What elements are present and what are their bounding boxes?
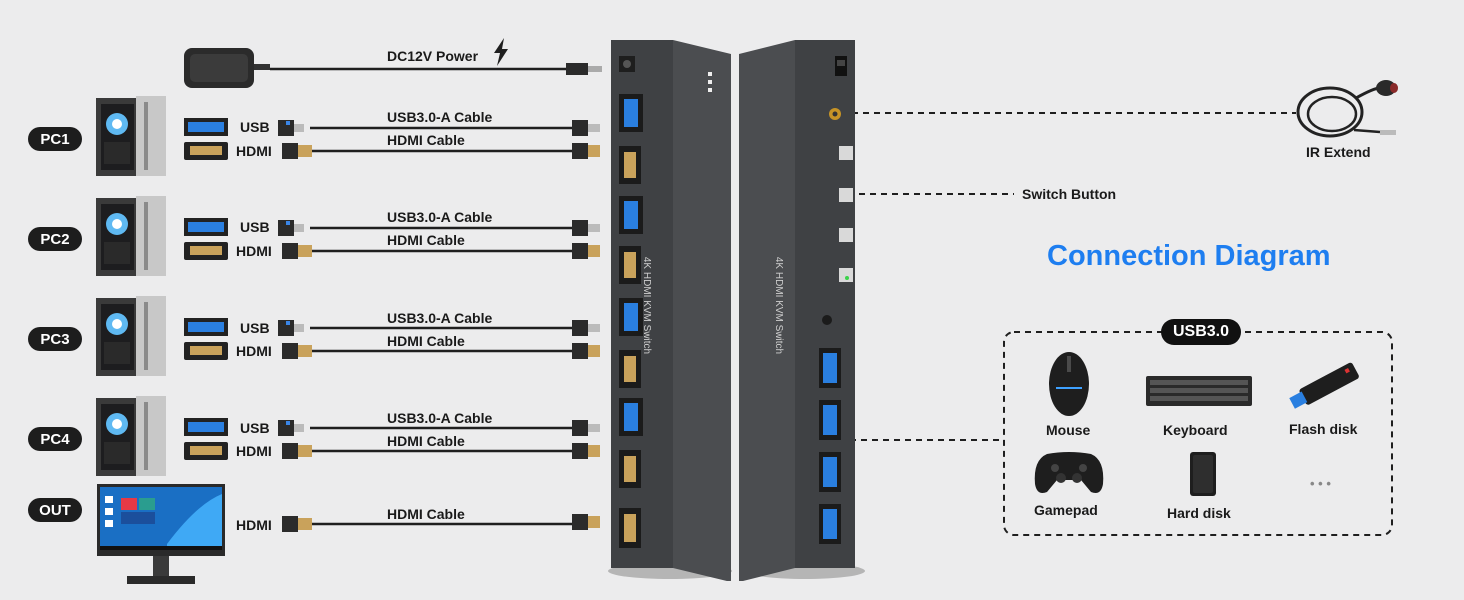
- power-adapter-icon: [184, 48, 270, 88]
- kvm-front-panel: [608, 40, 732, 581]
- pc1-tower-icon: [96, 96, 166, 176]
- pc3-usb-cable-label: USB3.0-A Cable: [387, 310, 493, 326]
- pc1-usb-label: USB: [240, 119, 270, 135]
- mouse-icon: [1049, 352, 1089, 416]
- pc4-hdmi-label: HDMI: [236, 443, 272, 459]
- pc3-usb-label: USB: [240, 320, 270, 336]
- flash-disk-label: Flash disk: [1289, 421, 1358, 437]
- pc2-hdmi-label: HDMI: [236, 243, 272, 259]
- diagram-title: Connection Diagram: [1047, 240, 1331, 272]
- pc3-hdmi-label: HDMI: [236, 343, 272, 359]
- pc4-usb-cable-label: USB3.0-A Cable: [387, 410, 493, 426]
- pc2-tower-icon: [96, 196, 166, 276]
- pc2-usb-label: USB: [240, 219, 270, 235]
- pc2-hdmi-cable-label: HDMI Cable: [387, 232, 465, 248]
- pc4-usb-label: USB: [240, 420, 270, 436]
- pc4-pill: PC4: [28, 427, 82, 451]
- pc4-tower-icon: [96, 396, 166, 476]
- device-side-connectors: [572, 120, 600, 530]
- pc1-connectors: [184, 118, 312, 160]
- pc3-tower-icon: [96, 296, 166, 376]
- pc1-usb-cable-label: USB3.0-A Cable: [387, 109, 493, 125]
- usb-group-box: [1003, 331, 1393, 536]
- pc3-pill: PC3: [28, 327, 82, 351]
- pc3-connectors: [184, 318, 312, 360]
- power-label: DC12V Power: [387, 48, 479, 64]
- keyboard-icon: [1146, 376, 1252, 406]
- pc3-cables: [310, 326, 574, 353]
- usb3-badge: USB3.0: [1161, 319, 1242, 345]
- ir-extend-label: IR Extend: [1306, 144, 1371, 160]
- ir-extender-icon: [1296, 80, 1398, 138]
- more-devices-icon: • • •: [1310, 476, 1331, 491]
- front-panel-name: 4K HDMI KVM Switch: [641, 256, 653, 355]
- rear-panel-name: 4K HDMI KVM Switch: [773, 256, 785, 355]
- mouse-label: Mouse: [1046, 422, 1091, 438]
- hard-disk-icon: [1190, 452, 1216, 496]
- keyboard-label: Keyboard: [1163, 422, 1228, 438]
- hard-disk-label: Hard disk: [1167, 505, 1231, 521]
- flash-disk-icon: [1289, 362, 1359, 409]
- switch-button-label: Switch Button: [1022, 186, 1117, 202]
- pc1-hdmi-cable-label: HDMI Cable: [387, 132, 465, 148]
- out-pill: OUT: [28, 498, 82, 522]
- pc2-usb-cable-label: USB3.0-A Cable: [387, 209, 493, 225]
- pc1-cables: [310, 126, 574, 153]
- out-hdmi-label: HDMI: [236, 517, 272, 533]
- kvm-rear-panel: [739, 40, 865, 581]
- out-hdmi-cable-label: HDMI Cable: [387, 506, 465, 522]
- pc1-hdmi-label: HDMI: [236, 143, 272, 159]
- pc4-hdmi-cable-label: HDMI Cable: [387, 433, 465, 449]
- pc4-connectors: [184, 418, 312, 460]
- monitor-icon: [97, 484, 225, 584]
- gamepad-label: Gamepad: [1034, 502, 1098, 518]
- pc1-pill: PC1: [28, 127, 82, 151]
- pc4-cables: [310, 426, 574, 453]
- gamepad-icon: [1034, 452, 1104, 493]
- pc3-hdmi-cable-label: HDMI Cable: [387, 333, 465, 349]
- pc2-connectors: [184, 218, 312, 260]
- pc2-cables: [310, 226, 574, 253]
- lightning-icon: [494, 38, 508, 66]
- pc2-pill: PC2: [28, 227, 82, 251]
- out-connector-left: [282, 516, 312, 532]
